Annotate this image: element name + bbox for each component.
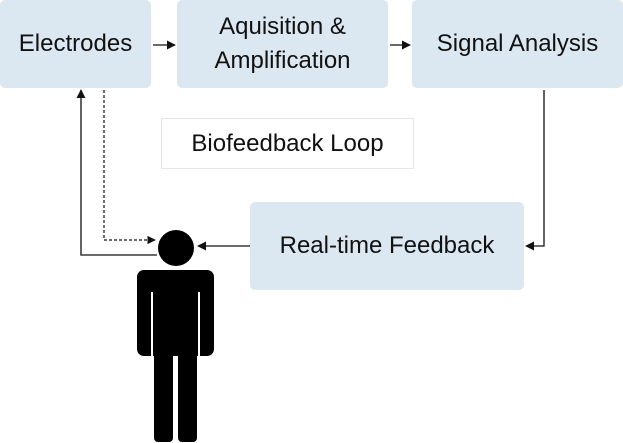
electrodes-box: Electrodes (0, 0, 151, 88)
person-arm-gaps (151, 292, 200, 442)
acquisition-amplification-label: Aquisition & Amplification (214, 13, 351, 74)
signal-analysis-box: Signal Analysis (412, 0, 623, 88)
arrow-signal-to-feedback (525, 90, 545, 251)
signal-analysis-label: Signal Analysis (436, 30, 599, 57)
biofeedback-loop-label: Biofeedback Loop (161, 118, 414, 169)
electrodes-label: Electrodes (18, 30, 133, 57)
acquisition-amplification-box: Aquisition & Amplification (177, 0, 388, 88)
person-icon (137, 230, 214, 442)
arrow-person-to-electrodes (76, 89, 157, 256)
biofeedback-loop-text: Biofeedback Loop (191, 129, 384, 157)
realtime-feedback-box: Real-time Feedback (250, 202, 524, 290)
dotted-arrow-electrodes-to-person (103, 90, 156, 245)
realtime-feedback-label: Real-time Feedback (279, 232, 495, 259)
